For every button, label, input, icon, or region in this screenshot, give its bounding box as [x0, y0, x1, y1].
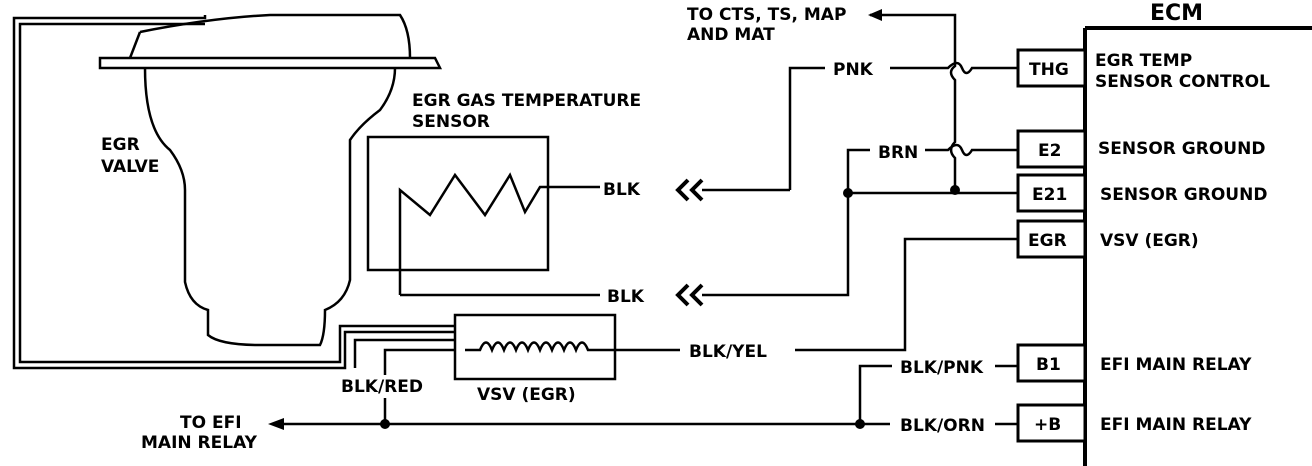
- wire-blk-red: [383, 348, 455, 375]
- wire-label-pnk: PNK: [833, 60, 874, 80]
- pin-desc: SENSOR CONTROL: [1095, 72, 1270, 92]
- valve-harness: [12, 15, 455, 370]
- ecm-pin-thg: THG EGR TEMP SENSOR CONTROL: [1016, 48, 1270, 92]
- wire-pnk-right: [890, 61, 1018, 75]
- vsv-label: VSV (EGR): [477, 385, 576, 405]
- pin-desc: EGR TEMP: [1095, 51, 1192, 71]
- junction-dot: [950, 185, 960, 195]
- junction-dot: [380, 419, 390, 429]
- egr-valve: EGR VALVE: [98, 13, 443, 347]
- egr-gas-temp-sensor: EGR GAS TEMPERATURE SENSOR: [366, 91, 641, 297]
- pin-code: EGR: [1028, 231, 1067, 251]
- arrow-to-efi: [268, 418, 284, 430]
- pin-desc: EFI MAIN RELAY: [1100, 355, 1252, 375]
- connector-bottom: [675, 195, 850, 307]
- pin-code: B1: [1036, 355, 1061, 375]
- wire-label-blk-red: BLK/RED: [341, 377, 423, 397]
- sensor-label: SENSOR: [412, 112, 490, 132]
- pin-desc: SENSOR GROUND: [1100, 185, 1267, 205]
- ecm-pin-plus-b: +B EFI MAIN RELAY: [1016, 403, 1252, 443]
- wire-label-blk-pnk: BLK/PNK: [900, 358, 984, 378]
- pin-desc: VSV (EGR): [1100, 231, 1199, 251]
- junction-dot: [843, 188, 853, 198]
- pin-desc: SENSOR GROUND: [1098, 139, 1265, 159]
- sensor-label: EGR GAS TEMPERATURE: [412, 91, 641, 111]
- wire-label-brn: BRN: [878, 143, 918, 163]
- wire-label-blk-top: BLK: [603, 180, 641, 200]
- to-efi-label: TO EFI: [180, 413, 242, 433]
- pin-code: +B: [1034, 415, 1061, 435]
- wire-egr: [795, 237, 1018, 352]
- arrow-to-cts: [868, 9, 882, 21]
- wire-brn: [846, 148, 870, 195]
- ecm-pin-e21: E21 SENSOR GROUND: [1016, 173, 1267, 213]
- wire-label-blk-orn: BLK/ORN: [900, 416, 985, 436]
- wire-label-blk-bottom: BLK: [607, 287, 645, 307]
- vsv-egr: VSV (EGR): [453, 313, 617, 405]
- wire-label-blk-yel: BLK/YEL: [689, 342, 767, 362]
- connector-top: [675, 178, 790, 202]
- pin-code: THG: [1029, 60, 1069, 80]
- to-cts-label: AND MAT: [687, 25, 775, 45]
- ecm-pin-e2: E2 SENSOR GROUND: [1016, 129, 1265, 169]
- pin-code: E2: [1038, 141, 1061, 161]
- wire-brn-right: [925, 143, 1018, 157]
- pin-code: E21: [1032, 185, 1067, 205]
- ecm-pin-egr: EGR VSV (EGR): [1016, 219, 1199, 259]
- wire-blk-pnk: [858, 364, 892, 424]
- to-cts-label: TO CTS, TS, MAP: [687, 5, 846, 25]
- pin-desc: EFI MAIN RELAY: [1100, 415, 1252, 435]
- ecm-title: ECM: [1150, 1, 1203, 26]
- wire-pnk: [788, 66, 825, 190]
- wire-to-cts: [870, 13, 957, 190]
- egr-valve-label: EGR: [101, 135, 140, 155]
- egr-valve-label: VALVE: [101, 157, 159, 177]
- to-efi-label: MAIN RELAY: [141, 433, 258, 453]
- ecm-pin-b1: B1 EFI MAIN RELAY: [1016, 343, 1252, 383]
